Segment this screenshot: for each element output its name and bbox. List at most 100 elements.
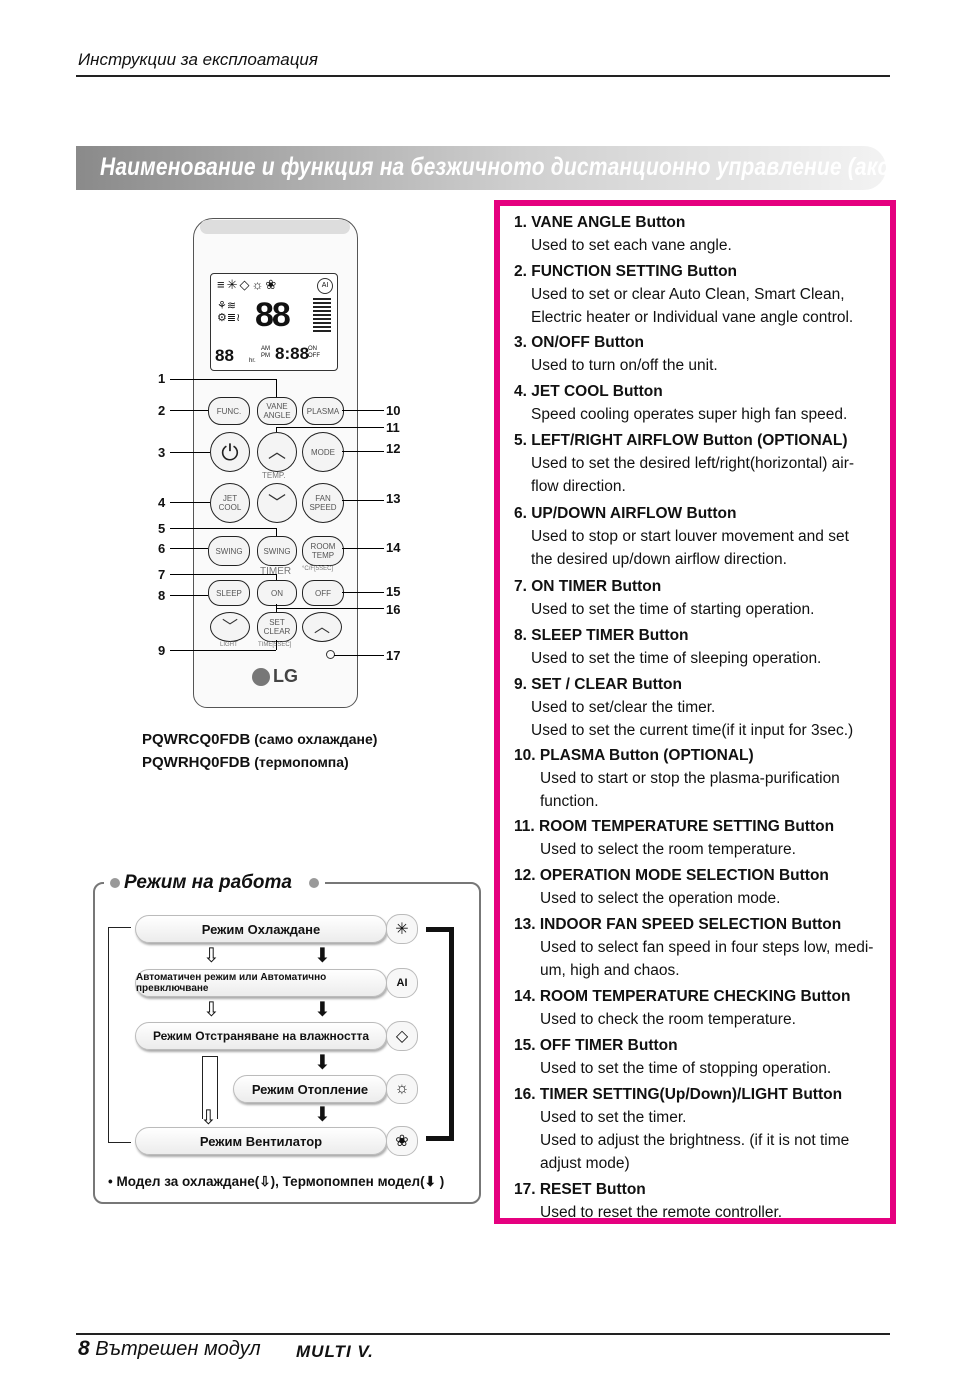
function-description: Used to set the current time(if it input… <box>531 722 854 739</box>
arrow-down-outline-icon: ⇩ <box>259 1174 271 1189</box>
leader-6 <box>170 548 208 549</box>
swing-label-2: SWING <box>263 546 291 556</box>
lcd-timer-digits: 88 <box>215 346 234 365</box>
function-description: Used to check the room temperature. <box>540 1011 796 1028</box>
leader-5b <box>276 528 277 536</box>
mode-auto-label: Автоматичен режим или Автоматично превкл… <box>136 972 327 994</box>
chevron-up-icon: ︿ <box>268 441 286 462</box>
function-description: flow direction. <box>531 478 626 495</box>
model-desc-1: (само охлаждане) <box>250 731 378 747</box>
temp-down-button[interactable]: ﹀ <box>257 483 297 523</box>
function-description: Used to select the room temperature. <box>540 841 796 858</box>
chevron-up-icon: ︿ <box>313 618 330 636</box>
callout-17: 17 <box>386 648 401 663</box>
plasma-label: PLASMA <box>306 406 340 416</box>
arrow-down-solid-icon: ⬇ <box>314 1052 331 1074</box>
long-arrow-shaft <box>202 1056 218 1119</box>
function-list-box <box>494 200 896 1224</box>
function-title: 11. ROOM TEMPERATURE SETTING Button <box>514 818 835 835</box>
function-description: Used to reset the remote controller. <box>540 1204 783 1221</box>
mode-fan: Режим Вентилатор <box>135 1127 387 1155</box>
function-description: Used to start or stop the plasma-purific… <box>540 770 840 787</box>
section-title: Наименование и функция на безжичното дис… <box>100 153 954 181</box>
light-label: LIGHT <box>220 642 238 648</box>
sleep-button[interactable]: SLEEP <box>208 580 250 606</box>
snowflake-icon: ✳ <box>386 914 418 944</box>
function-item: 5. LEFT/RIGHT AIRFLOW Button (OPTIONAL)U… <box>514 429 892 498</box>
power-button[interactable]: ⏻ <box>210 432 250 472</box>
leader-14 <box>342 548 384 549</box>
function-title: 14. ROOM TEMPERATURE CHECKING Button <box>514 988 851 1005</box>
timer-down-button[interactable]: ﹀ <box>210 612 250 642</box>
header-rule <box>76 75 890 77</box>
function-title: 15. OFF TIMER Button <box>514 1037 678 1054</box>
up-down-swing-button[interactable]: SWING <box>257 536 297 566</box>
lcd-clock: 8:88 <box>275 344 310 363</box>
mode-dry-label: Режим Отстраняване на влажността <box>152 1029 370 1043</box>
modes-title-text: Режим на работа <box>124 872 292 893</box>
lcd-ampm: AM PM <box>261 346 270 359</box>
time-label: TIME[5SEC] <box>258 642 292 648</box>
chevron-down-icon: ﹀ <box>268 492 286 513</box>
function-description: Used to set the time of sleeping operati… <box>531 650 822 667</box>
function-title: 12. OPERATION MODE SELECTION Button <box>514 867 829 884</box>
return-loop-outline <box>108 927 131 1143</box>
return-loop-solid <box>426 927 454 1141</box>
reset-button[interactable] <box>326 650 335 659</box>
footer-text: Вътрешен модул <box>89 1338 261 1360</box>
callout-16: 16 <box>386 602 401 617</box>
off-timer-button[interactable]: OFF <box>302 580 344 606</box>
callout-11: 11 <box>386 420 400 435</box>
function-description: function. <box>540 793 599 810</box>
on-timer-button[interactable]: ON <box>257 580 297 606</box>
mode-button[interactable]: MODE <box>302 432 344 472</box>
mode-heat: Режим Отопление <box>233 1075 387 1103</box>
function-description: Used to adjust the brightness. (if it is… <box>540 1132 850 1149</box>
lg-logo: LG <box>252 666 298 687</box>
model-cooling: PQWRCQ0FDB (само охлаждане) <box>142 728 377 751</box>
leader-17 <box>334 655 384 656</box>
lcd-function-icons: ⚘≋⚙≣≀ <box>217 300 241 324</box>
callout-15: 15 <box>386 584 401 599</box>
callout-9: 9 <box>158 643 166 658</box>
func-button[interactable]: FUNC. <box>208 397 250 425</box>
function-description: Speed cooling operates super high fan sp… <box>531 406 848 423</box>
operation-modes-title: Режим на работа <box>104 872 326 894</box>
off-timer-label: OFF <box>315 588 331 598</box>
arrow-down-solid-icon: ⬇ <box>424 1174 436 1189</box>
callout-8: 8 <box>158 588 166 603</box>
mode-dry: Режим Отстраняване на влажността <box>135 1022 387 1050</box>
function-description: Used to stop or start louver movement an… <box>531 528 849 545</box>
left-right-swing-button[interactable]: SWING <box>208 536 250 566</box>
lcd-temp-digits: 88 <box>255 296 291 334</box>
footer-rule <box>76 1333 890 1335</box>
timer-up-button[interactable]: ︿ <box>302 612 342 642</box>
temp-up-button[interactable]: ︿ <box>257 432 297 472</box>
page-number: 8 <box>78 1337 90 1360</box>
function-title: 17. RESET Button <box>514 1181 646 1198</box>
arrow-down-outline-icon: ⇩ <box>203 945 220 967</box>
arrow-down-solid-icon: ⬇ <box>314 1104 331 1126</box>
sun-icon: ☼ <box>386 1074 418 1104</box>
cf-label: °C/F[5SEC] <box>302 566 334 572</box>
arrow-down-outline-icon: ⇩ <box>203 999 220 1021</box>
function-title: 8. SLEEP TIMER Button <box>514 627 689 644</box>
func-button-label: FUNC. <box>216 406 242 416</box>
plasma-button[interactable]: PLASMA <box>302 397 344 425</box>
callout-13: 13 <box>386 491 401 506</box>
